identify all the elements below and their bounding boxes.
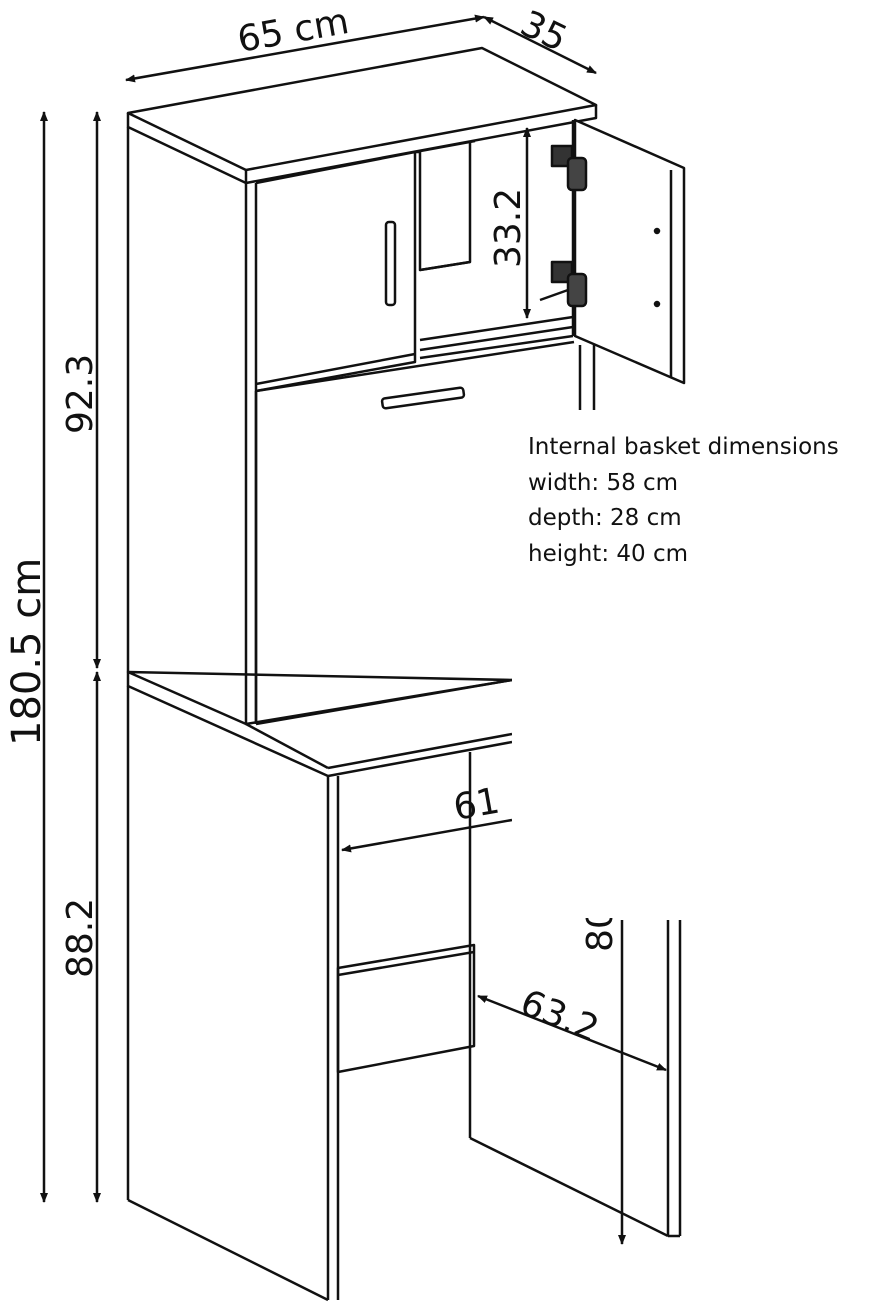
depth-dimension-line [483,15,597,75]
basket-height: height: 40 cm [528,540,689,567]
hinge-icon [550,144,588,192]
inner-depth-dimension-line [477,994,667,1072]
basket-width: width: 58 cm [528,469,679,496]
inner-depth-label: 63.2 [515,982,605,1050]
basket-depth: depth: 28 cm [528,505,682,531]
basket-info-title: Internal basket dimensions [528,434,839,460]
inner-width-label: 61 [450,781,502,829]
total-height-label: 180.5 cm [4,558,50,746]
width-label: 65 cm [234,1,352,61]
width-dimension-line [125,14,485,83]
lower-height-label: 88.2 [60,898,101,978]
basket-handle-icon [380,386,466,410]
inner-width-dimension-line [341,818,513,853]
basket-info-panel: Internal basket dimensions width: 58 cm … [528,430,839,572]
door-handle-icon [384,220,397,307]
upper-height-label: 92.3 [60,354,101,434]
shelf-height-label: 33.2 [488,188,529,268]
bottom-frame [126,672,682,1302]
depth-label: 35 [514,3,573,60]
